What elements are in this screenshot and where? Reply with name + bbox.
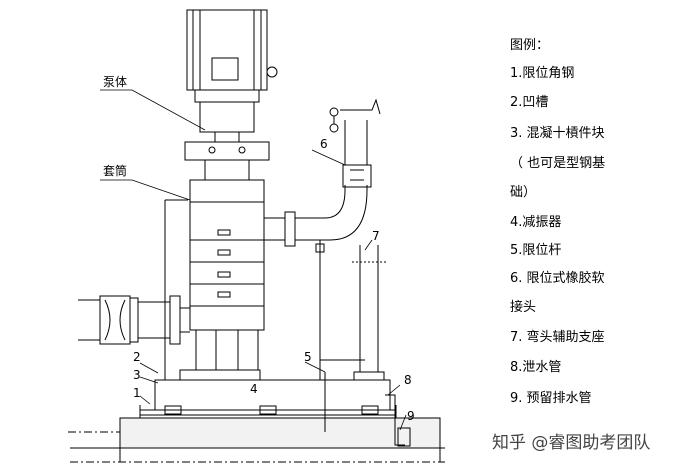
legend-item-2: 2.凹槽 [510, 95, 549, 110]
pump-pedestal [179, 369, 261, 381]
legend-item-6: 6. 限位式橡胶软 [510, 271, 605, 286]
label-4: 4 [250, 382, 258, 396]
sleeve-outline [164, 199, 188, 380]
legend-item-8: 8.泄水管 [510, 360, 562, 375]
legend-item-3c: 础） [510, 185, 537, 200]
inlet-pipe [78, 295, 190, 345]
label-6: 6 [320, 137, 328, 151]
legend-item-7: 7. 弯头辅助支座 [510, 330, 605, 345]
motor [186, 9, 278, 103]
legend-item-6b: 接头 [510, 300, 537, 315]
label-1: 1 [133, 386, 141, 400]
outlet-pipe [264, 98, 381, 247]
label-8: 8 [404, 373, 412, 387]
leader-lines [100, 89, 407, 431]
legend-item-1: 1.限位角钢 [510, 66, 575, 81]
legend-item-4: 4.减振器 [510, 215, 562, 230]
concrete-inertia-block [140, 379, 395, 416]
vibration-isolators [164, 405, 379, 415]
legend-item-9: 9. 预留排水管 [510, 391, 592, 406]
legend-item-3: 3. 混凝十槓件块 [510, 126, 605, 141]
label-9: 9 [407, 409, 415, 423]
legend-item-3b: （ 也可是型钢基 [510, 156, 606, 171]
label-pump-body: 泵体 [103, 75, 127, 89]
sleeve-casing [189, 201, 265, 371]
elbow-support [352, 245, 386, 381]
drain-valve [315, 240, 365, 380]
limit-angle-steel [139, 405, 152, 419]
label-7: 7 [372, 229, 380, 243]
pump-body [184, 101, 270, 203]
limit-angle-steel-right [384, 405, 397, 419]
watermark: 知乎 @睿图助考团队 [492, 433, 651, 453]
label-sleeve: 套筒 [103, 163, 127, 178]
label-2: 2 [133, 350, 141, 364]
label-5: 5 [304, 350, 312, 364]
drain-pipe [385, 394, 411, 447]
floor-slab [68, 417, 445, 463]
legend-item-5: 5.限位杆 [510, 243, 562, 258]
legend-title: 图例： [510, 38, 550, 53]
label-3: 3 [133, 368, 141, 382]
